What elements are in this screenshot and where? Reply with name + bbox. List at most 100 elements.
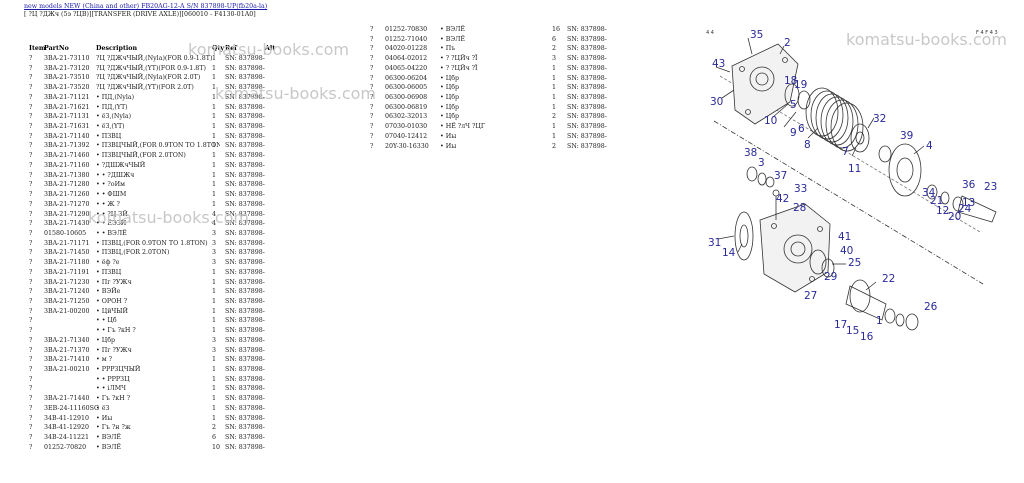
- breadcrumb-link[interactable]: new models NEW (China and other) FB20AG-…: [24, 3, 268, 10]
- header-qty: Qty: [212, 45, 225, 52]
- cell-desc: • • ?оИм: [96, 181, 125, 189]
- cell-ref: SN: 837898-: [225, 336, 265, 344]
- cell-desc: • ВЭЙе: [96, 288, 121, 296]
- cell-ref: SN: 837898-: [567, 132, 607, 140]
- cell-qty: 1: [552, 84, 557, 92]
- cell-ref: SN: 837898-: [225, 74, 265, 82]
- cell-desc: • • ВЭЛЁ: [96, 229, 127, 237]
- callout-number: 36: [962, 179, 976, 191]
- cell-item: ?: [29, 220, 33, 228]
- cell-ref: SN: 837898-: [225, 395, 265, 403]
- cell-desc: • Иы: [440, 142, 457, 150]
- cell-item: ?: [29, 268, 33, 276]
- cell-qty: 1: [212, 171, 217, 179]
- cell-item: ?: [29, 288, 33, 296]
- watermark-text: komatsu-books.com: [88, 208, 249, 227]
- cell-part: 06300-06819: [385, 103, 428, 111]
- diagram-corner-left: 4 4: [706, 30, 714, 36]
- cell-ref: SN: 837898-: [225, 191, 265, 199]
- cell-qty: 2: [212, 424, 217, 432]
- cell-part: 3BA-21-71340: [44, 336, 90, 344]
- callout-number: 31: [708, 237, 721, 249]
- cell-part: 3BA-21-71270: [44, 200, 90, 208]
- cell-item: ?: [370, 123, 374, 131]
- cell-ref: SN: 837898-: [567, 55, 607, 63]
- cell-ref: SN: 837898-: [225, 132, 265, 140]
- cell-ref: SN: 837898-: [225, 64, 265, 72]
- cell-ref: SN: 837898-: [225, 103, 265, 111]
- cell-part: 3BA-21-71160: [44, 161, 90, 169]
- cell-desc: • ПЗВЦ: [96, 132, 122, 140]
- cell-item: ?: [29, 307, 33, 315]
- cell-qty: 16: [552, 26, 561, 33]
- cell-desc: • ПЗВЦ,(FOR 2.0TON): [96, 249, 170, 257]
- cell-ref: SN: 837898-: [225, 229, 265, 237]
- cell-desc: • Цбр: [440, 74, 460, 82]
- cell-part: 34B-41-12910: [44, 414, 90, 422]
- cell-desc: • • ?Ц ЗЙ: [96, 210, 128, 218]
- cell-qty: 3: [552, 55, 557, 63]
- cell-part: 3BA-21-00210: [44, 366, 90, 374]
- cell-qty: 1: [212, 132, 217, 140]
- cell-part: 3BA-21-71460: [44, 152, 90, 160]
- cell-qty: 1: [212, 278, 217, 286]
- cell-qty: 1: [212, 181, 217, 189]
- cell-qty: 1: [212, 84, 217, 92]
- cell-desc: • Цбр: [96, 336, 116, 344]
- cell-item: ?: [370, 142, 374, 150]
- cell-desc: ?Ц ?ДЖчЧЫЙ,(Nyla)(FOR 2.0T): [96, 74, 201, 82]
- callout-number: 43: [712, 58, 725, 70]
- cell-desc: • ВЭЛЁ: [96, 434, 122, 442]
- cell-item: ?: [29, 74, 33, 82]
- cell-item: ?: [29, 123, 33, 131]
- callout-number: 21: [930, 195, 943, 207]
- callout-number: 26: [924, 301, 938, 313]
- cell-ref: SN: 837898-: [567, 35, 607, 43]
- cell-qty: 1: [212, 55, 217, 62]
- cell-qty: 1: [212, 366, 217, 374]
- callout-number: 5: [790, 99, 797, 111]
- cell-qty: 1: [552, 94, 557, 102]
- cell-qty: 1: [212, 375, 217, 383]
- cell-part: 3BA-21-71121: [44, 93, 90, 101]
- callout-number: 42: [776, 193, 789, 205]
- table-row: ?3BA-21-71171• ПЗВЦ,(FOR 0.9TON TO 1.8TO…: [0, 239, 700, 249]
- cell-ref: SN: 837898-: [567, 26, 607, 33]
- table-row: ?3BA-21-73110?Ц ?ДЖчЧЫЙ,(Nyla)(FOR 0.9-1…: [0, 54, 700, 64]
- cell-ref: SN: 837898-: [225, 375, 265, 383]
- cell-ref: SN: 837898-: [225, 93, 265, 101]
- cell-part: 04065-04220: [385, 64, 428, 72]
- cell-qty: 1: [552, 123, 557, 131]
- cell-desc: • • Гъ ?кН ?: [96, 327, 136, 335]
- callout-number: 14: [722, 247, 736, 259]
- cell-item: ?: [29, 346, 33, 354]
- cell-qty: 1: [552, 132, 557, 140]
- cell-desc: • ОРОН ?: [96, 298, 128, 305]
- callout-number: 27: [804, 290, 817, 302]
- cell-part: 06300-06204: [385, 74, 428, 82]
- header-item: Item: [29, 45, 46, 52]
- cell-ref: SN: 837898-: [225, 220, 265, 228]
- cell-item: ?: [29, 278, 33, 286]
- cell-qty: 1: [552, 64, 557, 72]
- callout-number: 32: [873, 113, 886, 125]
- cell-qty: 1: [212, 103, 217, 111]
